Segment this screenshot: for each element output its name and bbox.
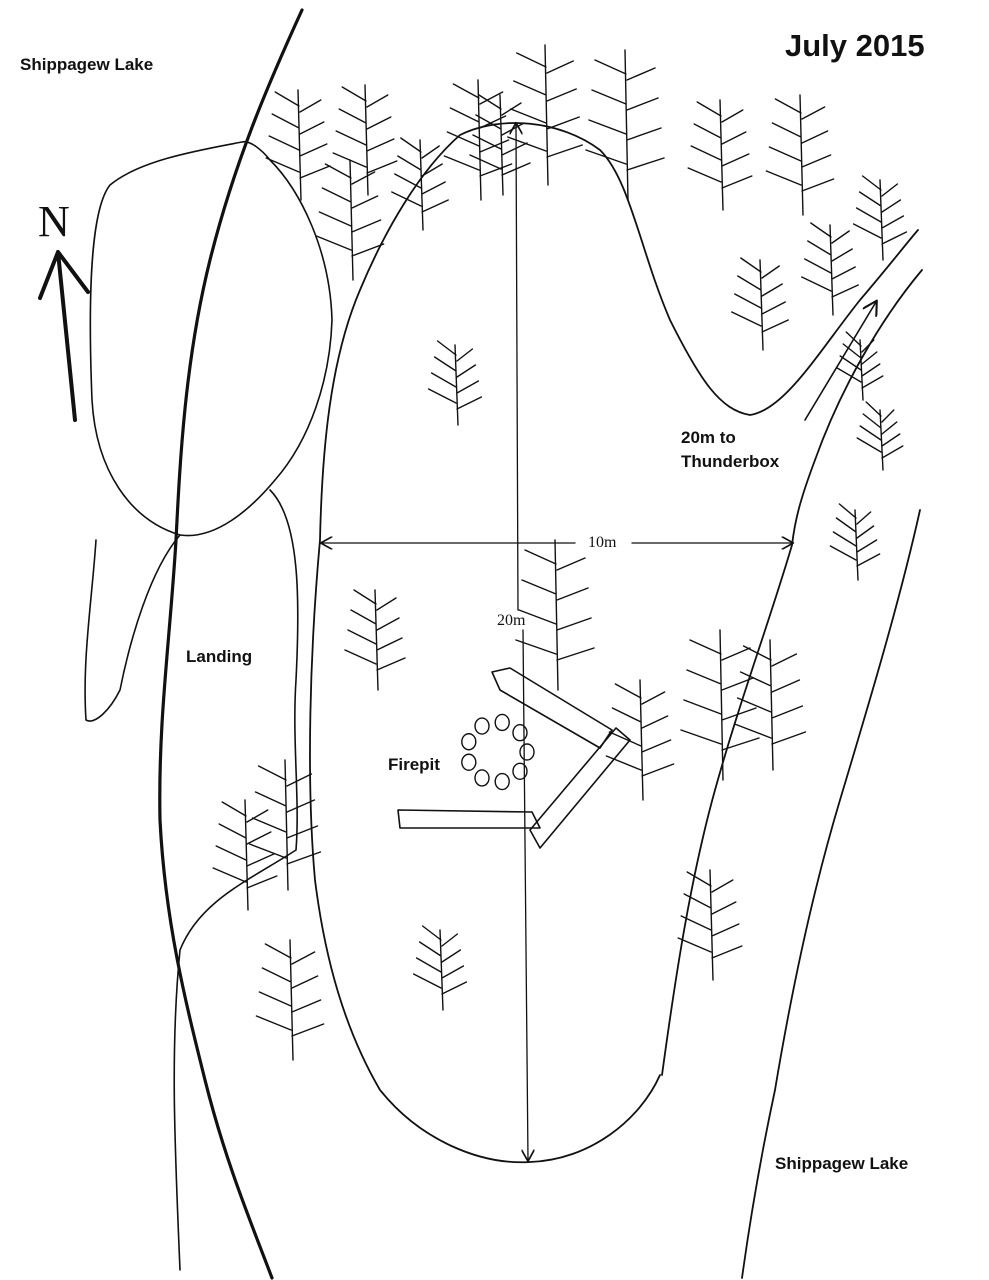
tree-icon [677,869,743,981]
tree-icon [765,94,835,216]
trees [212,44,908,1061]
tree-icon [212,799,278,911]
firepit-stone [494,713,510,732]
left-shoreline [158,8,304,1280]
firepit-label: Firepit [388,755,440,774]
tree-icon [344,589,406,691]
trail-right-edge [661,269,923,1076]
north-label: N [38,197,70,246]
tree-icon [515,539,595,691]
tree-icon [680,629,760,781]
map-title: July 2015 [785,28,925,63]
firepit-stone [474,717,490,735]
firepit-stone [519,743,535,761]
firepit-stone [474,769,490,787]
tree-icon [687,99,753,211]
thunderbox-label-line2: Thunderbox [681,452,780,471]
tree-icon [605,679,675,801]
length-dimension-bottom [523,629,528,1160]
lake-inlet-outline [84,140,333,722]
tree-icon [332,84,398,196]
thunderbox-label-line1: 20m to [681,428,736,447]
tree-icon [507,44,583,186]
firepit-stone [461,733,477,751]
tree-icon [801,222,859,316]
tree-icon [412,925,468,1011]
firepit-stone [461,753,477,771]
tree-icon [856,401,904,471]
tree-icon [427,340,483,426]
thunderbox-arrow [804,302,876,421]
landing-label: Landing [186,647,253,666]
width-dimension-label: 10m [588,534,617,551]
firepit-stone [512,724,528,742]
tree-icon [829,503,881,581]
tree-icon [265,89,331,201]
tree-icon [315,159,385,281]
tree-icon [852,175,908,261]
firepit-stone [494,772,510,791]
firepit-stones [461,713,535,791]
north-arrow [38,250,90,422]
length-dimension-label: 20m [497,612,526,629]
length-dimension-top [516,124,518,611]
landing-channel [173,489,299,1271]
far-right-shoreline [741,509,921,1279]
log-benches [397,667,631,849]
tree-icon [391,137,449,231]
tree-icon [733,639,807,771]
tree-icon [836,331,884,401]
tree-icon [255,939,325,1061]
firepit-stone [512,762,528,780]
lake-label-bottom: Shippagew Lake [775,1154,909,1173]
lake-label-top: Shippagew Lake [20,55,154,74]
tree-icon [469,94,531,196]
campsite-outline [309,122,919,1164]
tree-icon [248,759,322,891]
tree-icon [731,257,789,351]
tree-icon [585,49,665,201]
